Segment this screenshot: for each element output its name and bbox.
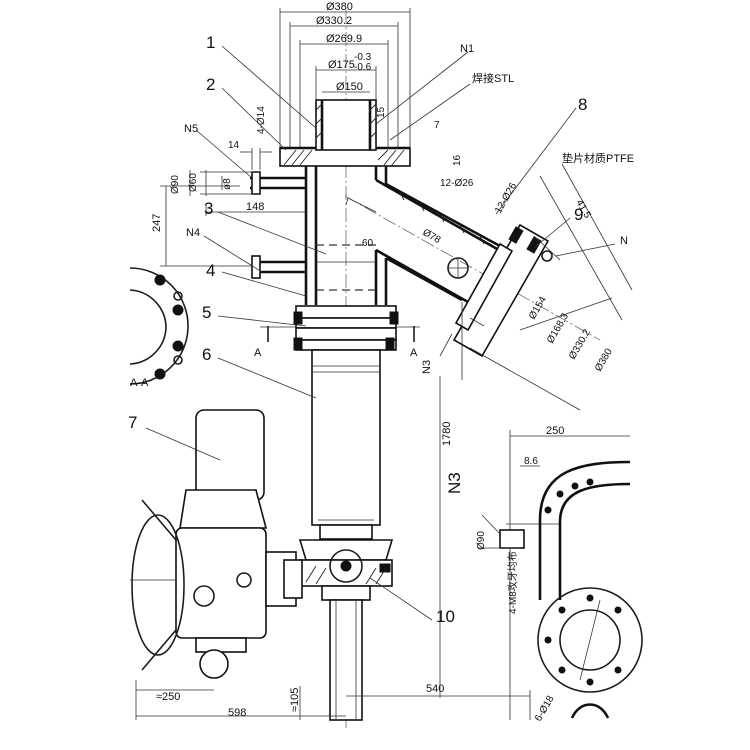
sight-port: [447, 257, 469, 279]
nozzle-n3-label-lower: N3: [445, 472, 464, 494]
part-label-4: 4: [206, 261, 215, 280]
extension-cylinder: [311, 349, 381, 526]
dim-d90-right: Ø90: [476, 531, 487, 550]
dim-d8: ø8: [222, 178, 233, 190]
electric-actuator: [130, 409, 303, 679]
dim-d150: Ø150: [336, 81, 363, 93]
dim-d380-top: Ø380: [326, 1, 353, 13]
dim-540: 540: [426, 683, 444, 695]
dim-d60: Ø60: [188, 173, 199, 192]
branch-centerline: [344, 195, 601, 341]
dim-105: ≈105: [289, 688, 301, 712]
dim-d90: Ø90: [170, 175, 181, 194]
dim-d154: Ø154: [527, 294, 549, 321]
dim-d330-top: Ø330.2: [316, 15, 352, 27]
part-label-7: 7: [128, 413, 137, 432]
nozzle-n5-label: N5: [184, 123, 198, 135]
dim-598: 598: [228, 707, 246, 719]
dim-16: 16: [452, 154, 463, 166]
dim-d269: Ø269.9: [326, 33, 362, 45]
inlet-neck: [315, 99, 377, 151]
dim-60: 60: [362, 238, 374, 249]
dim-148: 148: [246, 201, 264, 213]
section-cut-left: A: [254, 347, 262, 359]
dim-4-d14: 4-Ø14: [256, 106, 267, 134]
dim-d175: Ø175: [328, 59, 355, 71]
dim-d380-right: Ø380: [593, 346, 615, 373]
part-label-5: 5: [202, 303, 211, 322]
part-label-8: 8: [578, 95, 587, 114]
part-label-2: 2: [206, 75, 215, 94]
dim-250-right: 250: [546, 425, 564, 437]
nozzle-n1-label: N1: [460, 43, 474, 55]
dim-12-d26-a: 12-Ø26: [440, 178, 474, 189]
top-flange: [279, 146, 411, 167]
right-side-view: [478, 430, 643, 720]
section-view-a-a: [129, 267, 189, 385]
gearbox: [291, 524, 394, 721]
dim-holes-small: 6-Ø18: [533, 694, 557, 724]
leader-lines: [145, 45, 616, 621]
dim-holes-right: 4-M8攻牙均布: [506, 551, 519, 614]
dim-d175-tol-upper: -0.3: [354, 52, 372, 63]
dim-d78: Ø78: [421, 227, 443, 246]
dim-12-d26-b: 12-Ø26: [493, 181, 519, 216]
dim-d330-right: Ø330.2: [567, 327, 593, 361]
dim-8-6: 8.6: [524, 456, 538, 467]
n4-nozzle: [160, 185, 306, 279]
inclined-dimensions: [461, 163, 633, 411]
dim-d168: Ø168.3: [545, 311, 571, 345]
nozzle-n-right-label: N: [620, 235, 628, 247]
nozzle-n3-label: N3: [421, 360, 433, 374]
branch-flange: [452, 223, 561, 358]
section-view-label: A-A: [130, 377, 149, 389]
part-label-6: 6: [202, 345, 211, 364]
weld-note: 焊接STL: [472, 71, 514, 85]
dim-d175-tol-lower: -0.6: [354, 62, 372, 73]
part-label-1: 1: [206, 33, 215, 52]
dim-7: 7: [434, 120, 440, 131]
dim-1780: 1780: [441, 422, 453, 446]
dim-15: 15: [376, 106, 387, 118]
part-label-3: 3: [204, 199, 213, 218]
section-cut-right: A: [410, 347, 418, 359]
bottom-dimensions: [135, 376, 531, 720]
lower-flange-stack: [260, 305, 420, 351]
n5-nozzle: [189, 148, 306, 216]
part-label-10: 10: [436, 607, 455, 626]
dim-250-left: ≈250: [156, 691, 180, 703]
gasket-note: 垫片材质PTFE: [562, 151, 634, 165]
dim-247: 247: [151, 214, 163, 232]
dim-14: 14: [228, 140, 240, 151]
part-label-9: 9: [574, 205, 583, 224]
nozzle-n4-label: N4: [186, 227, 200, 239]
